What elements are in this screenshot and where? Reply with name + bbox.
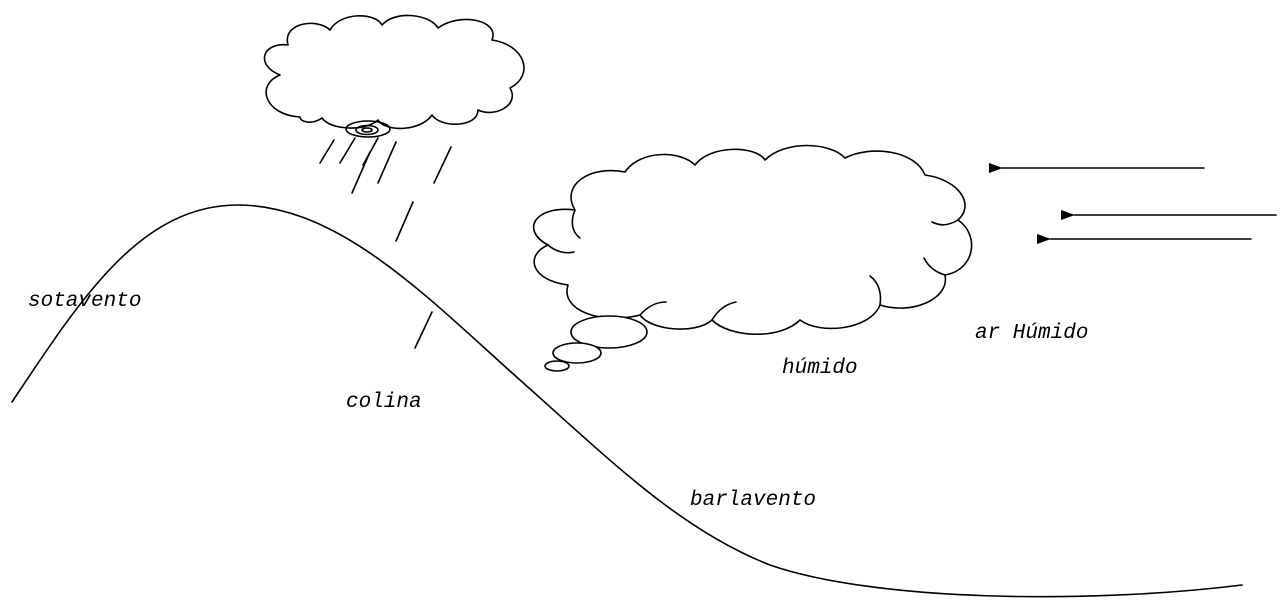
label-ar-humido: ar Húmido bbox=[975, 322, 1088, 345]
rain-streak bbox=[319, 139, 335, 164]
hill-profile bbox=[11, 204, 1243, 598]
rain-streak bbox=[377, 141, 397, 184]
label-colina: colina bbox=[346, 391, 422, 414]
rain-streak bbox=[339, 137, 356, 164]
rain-streaks bbox=[319, 137, 452, 349]
wind-arrows bbox=[989, 163, 1277, 244]
rain-drop-icon bbox=[345, 120, 391, 138]
humid-cloud bbox=[532, 144, 973, 335]
rain-streak bbox=[433, 146, 452, 184]
rain-cloud bbox=[263, 14, 525, 138]
rain-streak bbox=[395, 201, 414, 242]
label-barlavento: barlavento bbox=[690, 489, 816, 512]
rain-streak bbox=[414, 311, 433, 349]
small-bubbles bbox=[544, 315, 648, 372]
rain-streak bbox=[351, 151, 371, 194]
label-sotavento: sotavento bbox=[28, 290, 141, 313]
label-humido: húmido bbox=[782, 357, 858, 380]
